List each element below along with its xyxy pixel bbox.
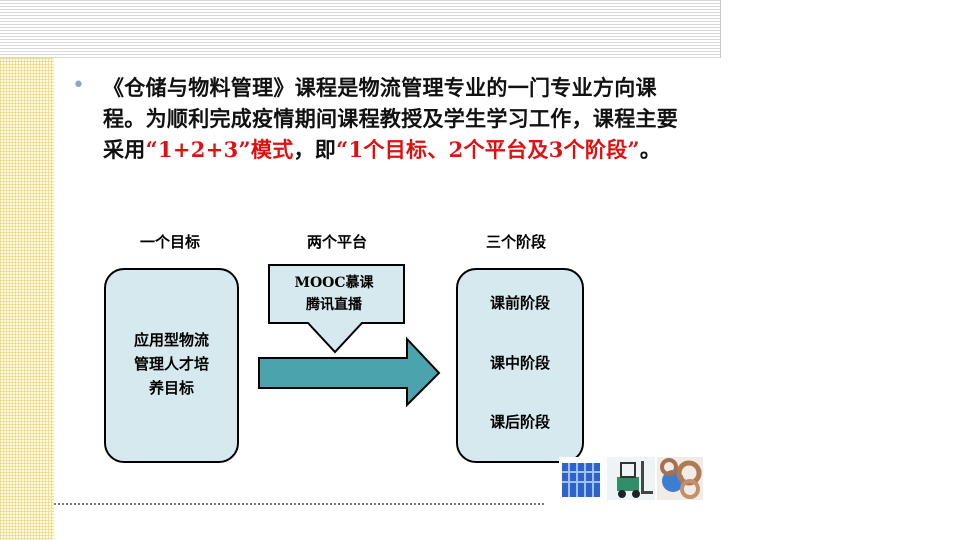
platform-callout [268, 264, 405, 354]
paragraph-text-middle: ，即 [293, 137, 337, 162]
goal-text: 应用型物流 管理人才培 养目标 [106, 328, 237, 400]
platform-mooc: MOOC慕课 [294, 275, 374, 291]
pallet-icon [559, 457, 604, 500]
stages-box: 课前阶段 课中阶段 课后阶段 [456, 268, 584, 463]
platform-callout-shape [268, 264, 405, 354]
goal-line: 管理人才培 [133, 355, 209, 373]
forklift-icon [607, 457, 655, 500]
flow-arrow [258, 336, 441, 408]
flow-arrow-shape [258, 336, 441, 408]
goal-box: 应用型物流 管理人才培 养目标 [104, 268, 239, 463]
goal-column-title: 一个目标 [139, 233, 200, 251]
stage-after-class: 课后阶段 [489, 413, 550, 431]
stage-during-class: 课中阶段 [489, 354, 550, 372]
paragraph-highlight-model: “1+2+3”模式 [145, 137, 294, 162]
goal-line: 应用型物流 [133, 331, 209, 349]
header-stripes [0, 0, 720, 58]
goal-line: 养目标 [148, 379, 194, 397]
bullet-paragraph: 《仓储与物料管理》课程是物流管理专业的一门专业方向课程。为顺利完成疫情期间课程教… [103, 72, 693, 165]
stage-column-title: 三个阶段 [485, 233, 546, 251]
rope-coils-icon [657, 457, 703, 500]
platform-column-title: 两个平台 [306, 233, 367, 251]
bottom-dotted-rule [54, 503, 544, 505]
paragraph-highlight-components: “1个目标、2个平台及3个阶段” [336, 137, 640, 162]
platform-text: MOOC慕课 腾讯直播 [270, 272, 398, 316]
left-decorative-strip [0, 58, 54, 540]
platform-tencent-live: 腾讯直播 [306, 297, 362, 313]
paragraph-text-start: 《仓储与物料管理》课程是物流管理专业的一门专业方向课程。为顺利完成疫情期间课程教… [103, 75, 679, 162]
bullet-icon: • [72, 73, 85, 98]
header-divider [720, 0, 721, 58]
paragraph-text-end: 。 [639, 137, 662, 162]
stage-before-class: 课前阶段 [489, 294, 550, 312]
